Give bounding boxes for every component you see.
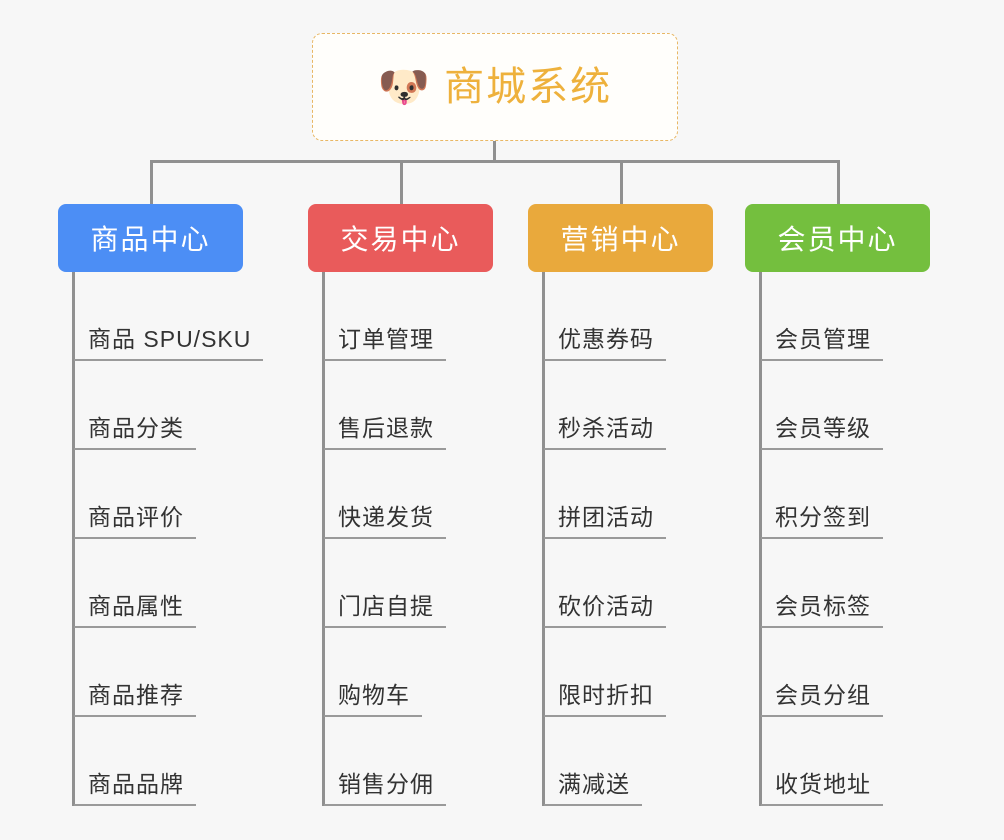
leaf-label: 订单管理	[338, 325, 434, 352]
list-item[interactable]: 商品品牌	[58, 717, 308, 806]
branch-title: 会员中心	[777, 224, 898, 255]
connector-root-stem	[493, 141, 496, 162]
list-item[interactable]: 订单管理	[308, 272, 528, 361]
branch-spine	[759, 272, 762, 806]
branch-title: 交易中心	[340, 224, 461, 255]
leaf-label: 会员分组	[775, 681, 871, 708]
connector-drop-3	[620, 160, 623, 204]
branch-spine	[72, 272, 75, 806]
connector-drop-2	[400, 160, 403, 204]
list-item[interactable]: 销售分佣	[308, 717, 528, 806]
list-item[interactable]: 限时折扣	[528, 628, 748, 717]
list-item[interactable]: 会员等级	[745, 361, 965, 450]
branch-header-trade-center[interactable]: 交易中心	[308, 204, 493, 272]
leaf-label: 积分签到	[775, 503, 871, 530]
list-item[interactable]: 商品评价	[58, 450, 308, 539]
branch-marketing-center: 营销中心 优惠券码 秒杀活动 拼团活动 砍价活动 限时折扣 满减送	[528, 204, 748, 806]
list-item[interactable]: 拼团活动	[528, 450, 748, 539]
list-item[interactable]: 购物车	[308, 628, 528, 717]
connector-drop-1	[150, 160, 153, 204]
branch-member-center: 会员中心 会员管理 会员等级 积分签到 会员标签 会员分组 收货地址	[745, 204, 965, 806]
list-item[interactable]: 优惠券码	[528, 272, 748, 361]
root-title: 商城系统	[444, 65, 613, 109]
leaf-label: 门店自提	[338, 592, 434, 619]
list-item[interactable]: 商品 SPU/SKU	[58, 272, 308, 361]
branch-spine	[322, 272, 325, 806]
leaf-label: 砍价活动	[558, 592, 654, 619]
leaf-label: 售后退款	[338, 414, 434, 441]
leaf-label: 会员管理	[775, 325, 871, 352]
branch-header-marketing-center[interactable]: 营销中心	[528, 204, 713, 272]
list-item[interactable]: 商品属性	[58, 539, 308, 628]
dog-face-icon: 🐶	[377, 63, 431, 110]
list-item[interactable]: 会员分组	[745, 628, 965, 717]
branch-header-member-center[interactable]: 会员中心	[745, 204, 930, 272]
leaf-label: 购物车	[338, 681, 410, 708]
branch-title: 营销中心	[560, 224, 681, 255]
leaf-label: 限时折扣	[558, 681, 654, 708]
branch-body-member-center: 会员管理 会员等级 积分签到 会员标签 会员分组 收货地址	[745, 272, 965, 806]
leaf-label: 商品 SPU/SKU	[88, 325, 252, 352]
leaf-label: 快递发货	[338, 503, 434, 530]
branch-body-marketing-center: 优惠券码 秒杀活动 拼团活动 砍价活动 限时折扣 满减送	[528, 272, 748, 806]
connector-drop-4	[837, 160, 840, 204]
branch-body-product-center: 商品 SPU/SKU 商品分类 商品评价 商品属性 商品推荐 商品品牌	[58, 272, 308, 806]
branch-product-center: 商品中心 商品 SPU/SKU 商品分类 商品评价 商品属性 商品推荐 商品品牌	[58, 204, 308, 806]
list-item[interactable]: 商品分类	[58, 361, 308, 450]
root-node[interactable]: 🐶 商城系统	[312, 33, 678, 141]
leaf-label: 商品分类	[88, 414, 184, 441]
leaf-label: 优惠券码	[558, 325, 654, 352]
branch-header-product-center[interactable]: 商品中心	[58, 204, 243, 272]
list-item[interactable]: 商品推荐	[58, 628, 308, 717]
leaf-label: 商品评价	[88, 503, 184, 530]
leaf-label: 商品品牌	[88, 770, 184, 797]
leaf-label: 会员标签	[775, 592, 871, 619]
branch-trade-center: 交易中心 订单管理 售后退款 快递发货 门店自提 购物车 销售分佣	[308, 204, 528, 806]
list-item[interactable]: 门店自提	[308, 539, 528, 628]
leaf-label: 销售分佣	[338, 770, 434, 797]
leaf-label: 满减送	[558, 770, 630, 797]
branch-title: 商品中心	[90, 224, 211, 255]
list-item[interactable]: 收货地址	[745, 717, 965, 806]
connector-horizontal-bus	[150, 160, 840, 163]
branch-spine	[542, 272, 545, 806]
list-item[interactable]: 会员标签	[745, 539, 965, 628]
leaf-label: 秒杀活动	[558, 414, 654, 441]
leaf-label: 收货地址	[775, 770, 871, 797]
leaf-label: 商品属性	[88, 592, 184, 619]
branch-body-trade-center: 订单管理 售后退款 快递发货 门店自提 购物车 销售分佣	[308, 272, 528, 806]
leaf-label: 拼团活动	[558, 503, 654, 530]
list-item[interactable]: 砍价活动	[528, 539, 748, 628]
list-item[interactable]: 售后退款	[308, 361, 528, 450]
list-item[interactable]: 满减送	[528, 717, 748, 806]
list-item[interactable]: 会员管理	[745, 272, 965, 361]
list-item[interactable]: 积分签到	[745, 450, 965, 539]
leaf-label: 商品推荐	[88, 681, 184, 708]
list-item[interactable]: 秒杀活动	[528, 361, 748, 450]
list-item[interactable]: 快递发货	[308, 450, 528, 539]
leaf-label: 会员等级	[775, 414, 871, 441]
